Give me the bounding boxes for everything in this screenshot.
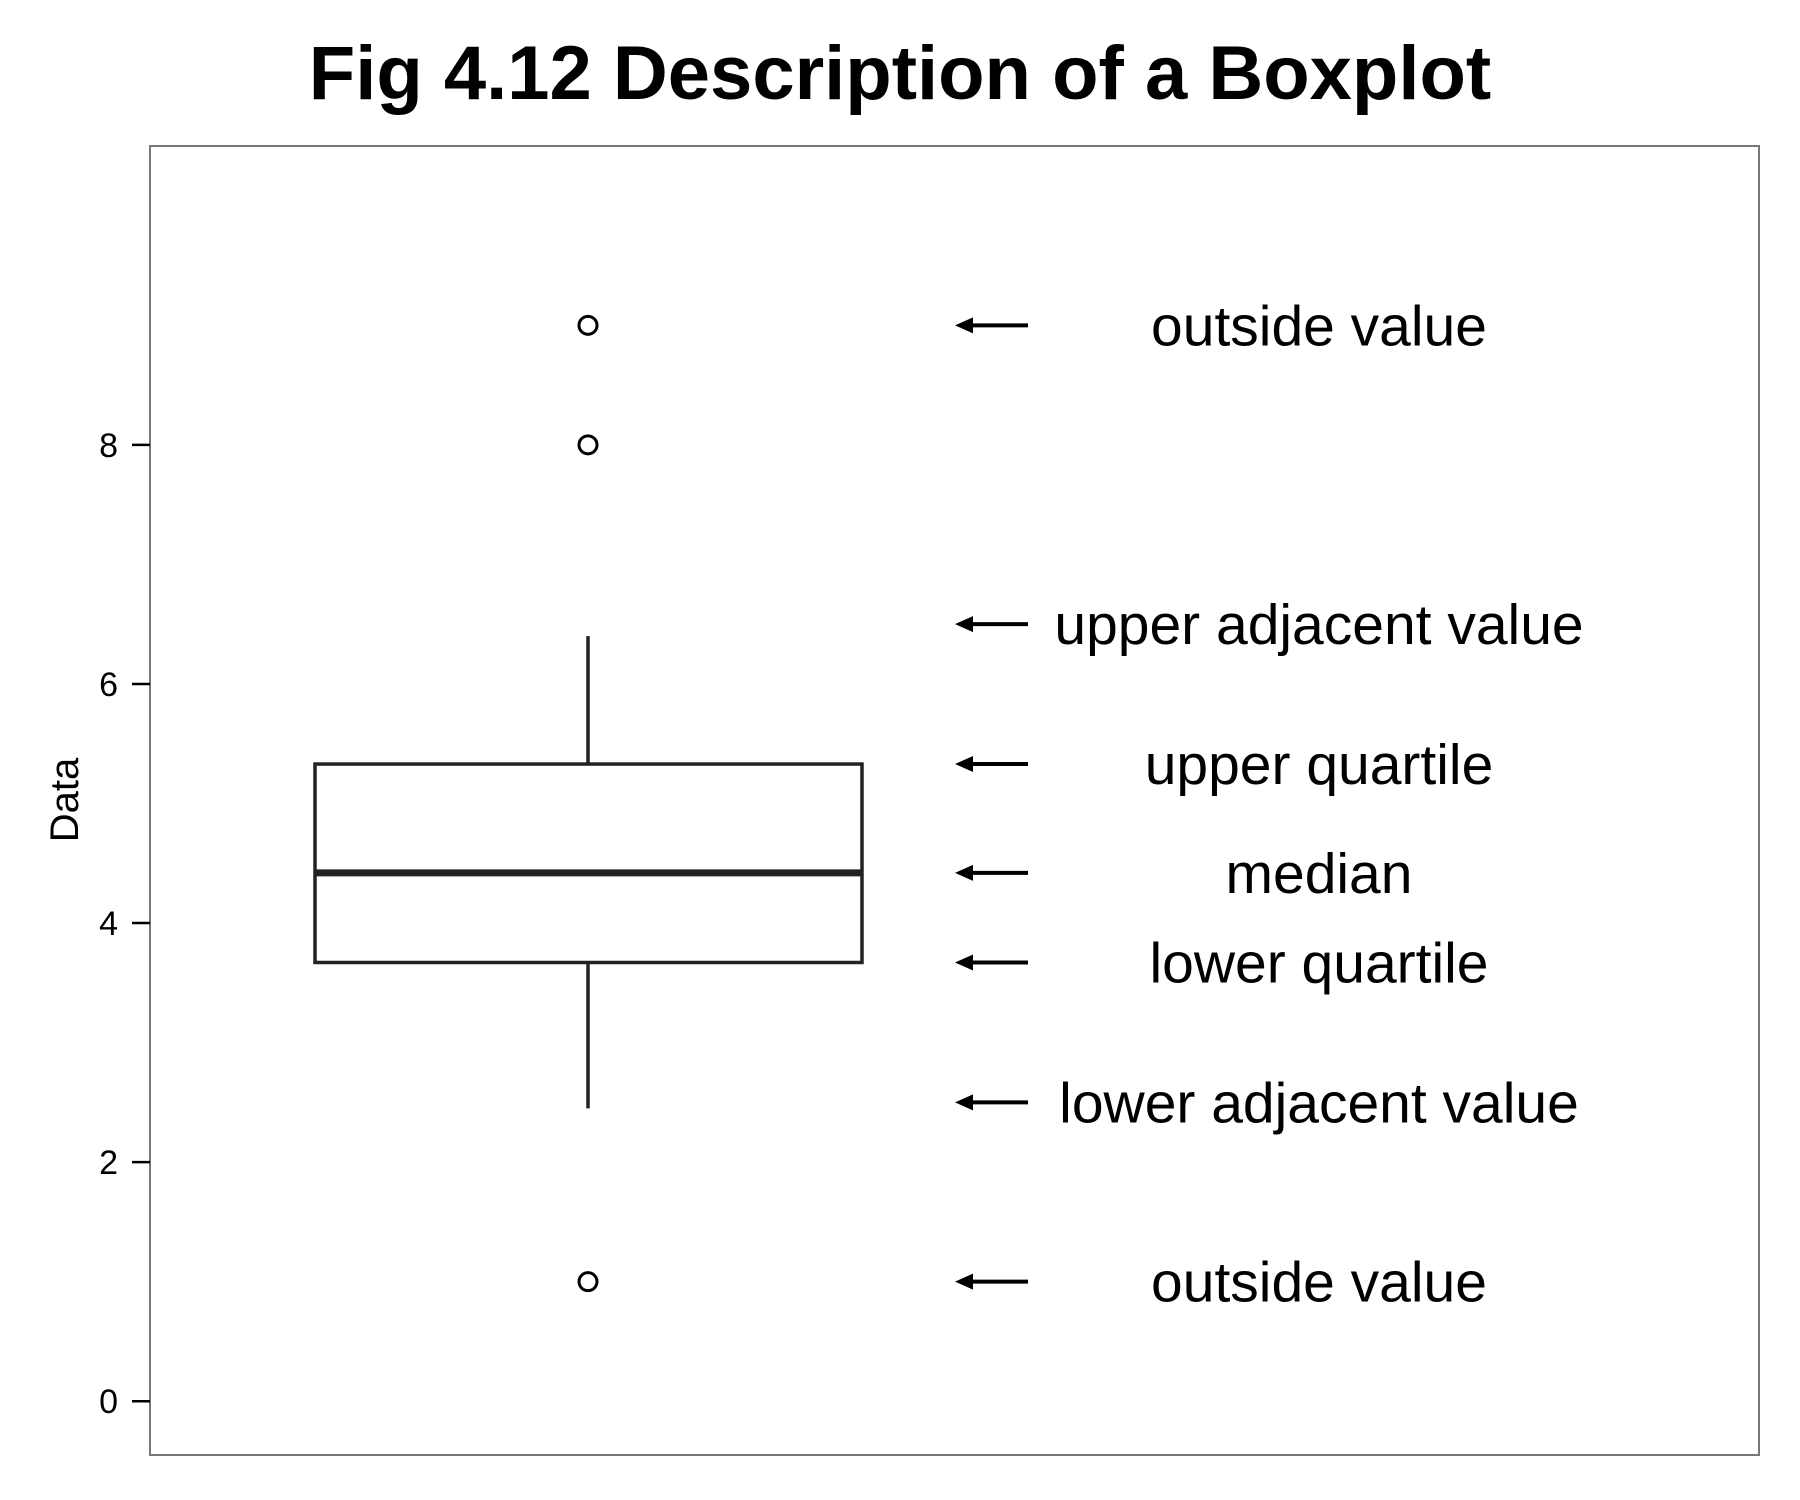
outlier-point: [577, 434, 599, 456]
y-axis: 0 2 4 6 8: [99, 427, 150, 1421]
arrow-head: [955, 1094, 973, 1111]
annotation-label: lower quartile: [1150, 931, 1489, 995]
annotations: outside value upper adjacent value upper q…: [955, 294, 1584, 1315]
y-tick-label: 8: [99, 427, 118, 465]
y-tick-label: 6: [99, 666, 118, 704]
arrow-head: [955, 954, 973, 971]
y-tick-label: 2: [99, 1144, 118, 1182]
outlier-points: [577, 314, 599, 1293]
arrow-head: [955, 317, 973, 334]
arrow-head: [955, 864, 973, 881]
interquartile-box: [313, 762, 864, 965]
outlier-point: [577, 314, 599, 336]
y-tick-label: 0: [99, 1383, 118, 1421]
arrow-head: [955, 1273, 973, 1290]
annotation-label: median: [1226, 842, 1413, 906]
annotation-label: outside value: [1151, 1251, 1487, 1315]
arrow-head: [955, 616, 973, 633]
y-axis-title: Data: [43, 757, 87, 842]
chart-title: Fig 4.12 Description of a Boxplot: [308, 31, 1492, 116]
boxplot: [313, 636, 864, 1109]
arrow-head: [955, 756, 973, 773]
annotation-label: upper quartile: [1145, 733, 1494, 797]
annotation-label: lower adjacent value: [1059, 1071, 1579, 1135]
outlier-point: [577, 1271, 599, 1293]
y-tick-label: 4: [99, 905, 118, 943]
annotation-label: outside value: [1151, 294, 1487, 358]
plot-frame: [149, 145, 1760, 1456]
annotation-label: upper adjacent value: [1054, 593, 1583, 657]
